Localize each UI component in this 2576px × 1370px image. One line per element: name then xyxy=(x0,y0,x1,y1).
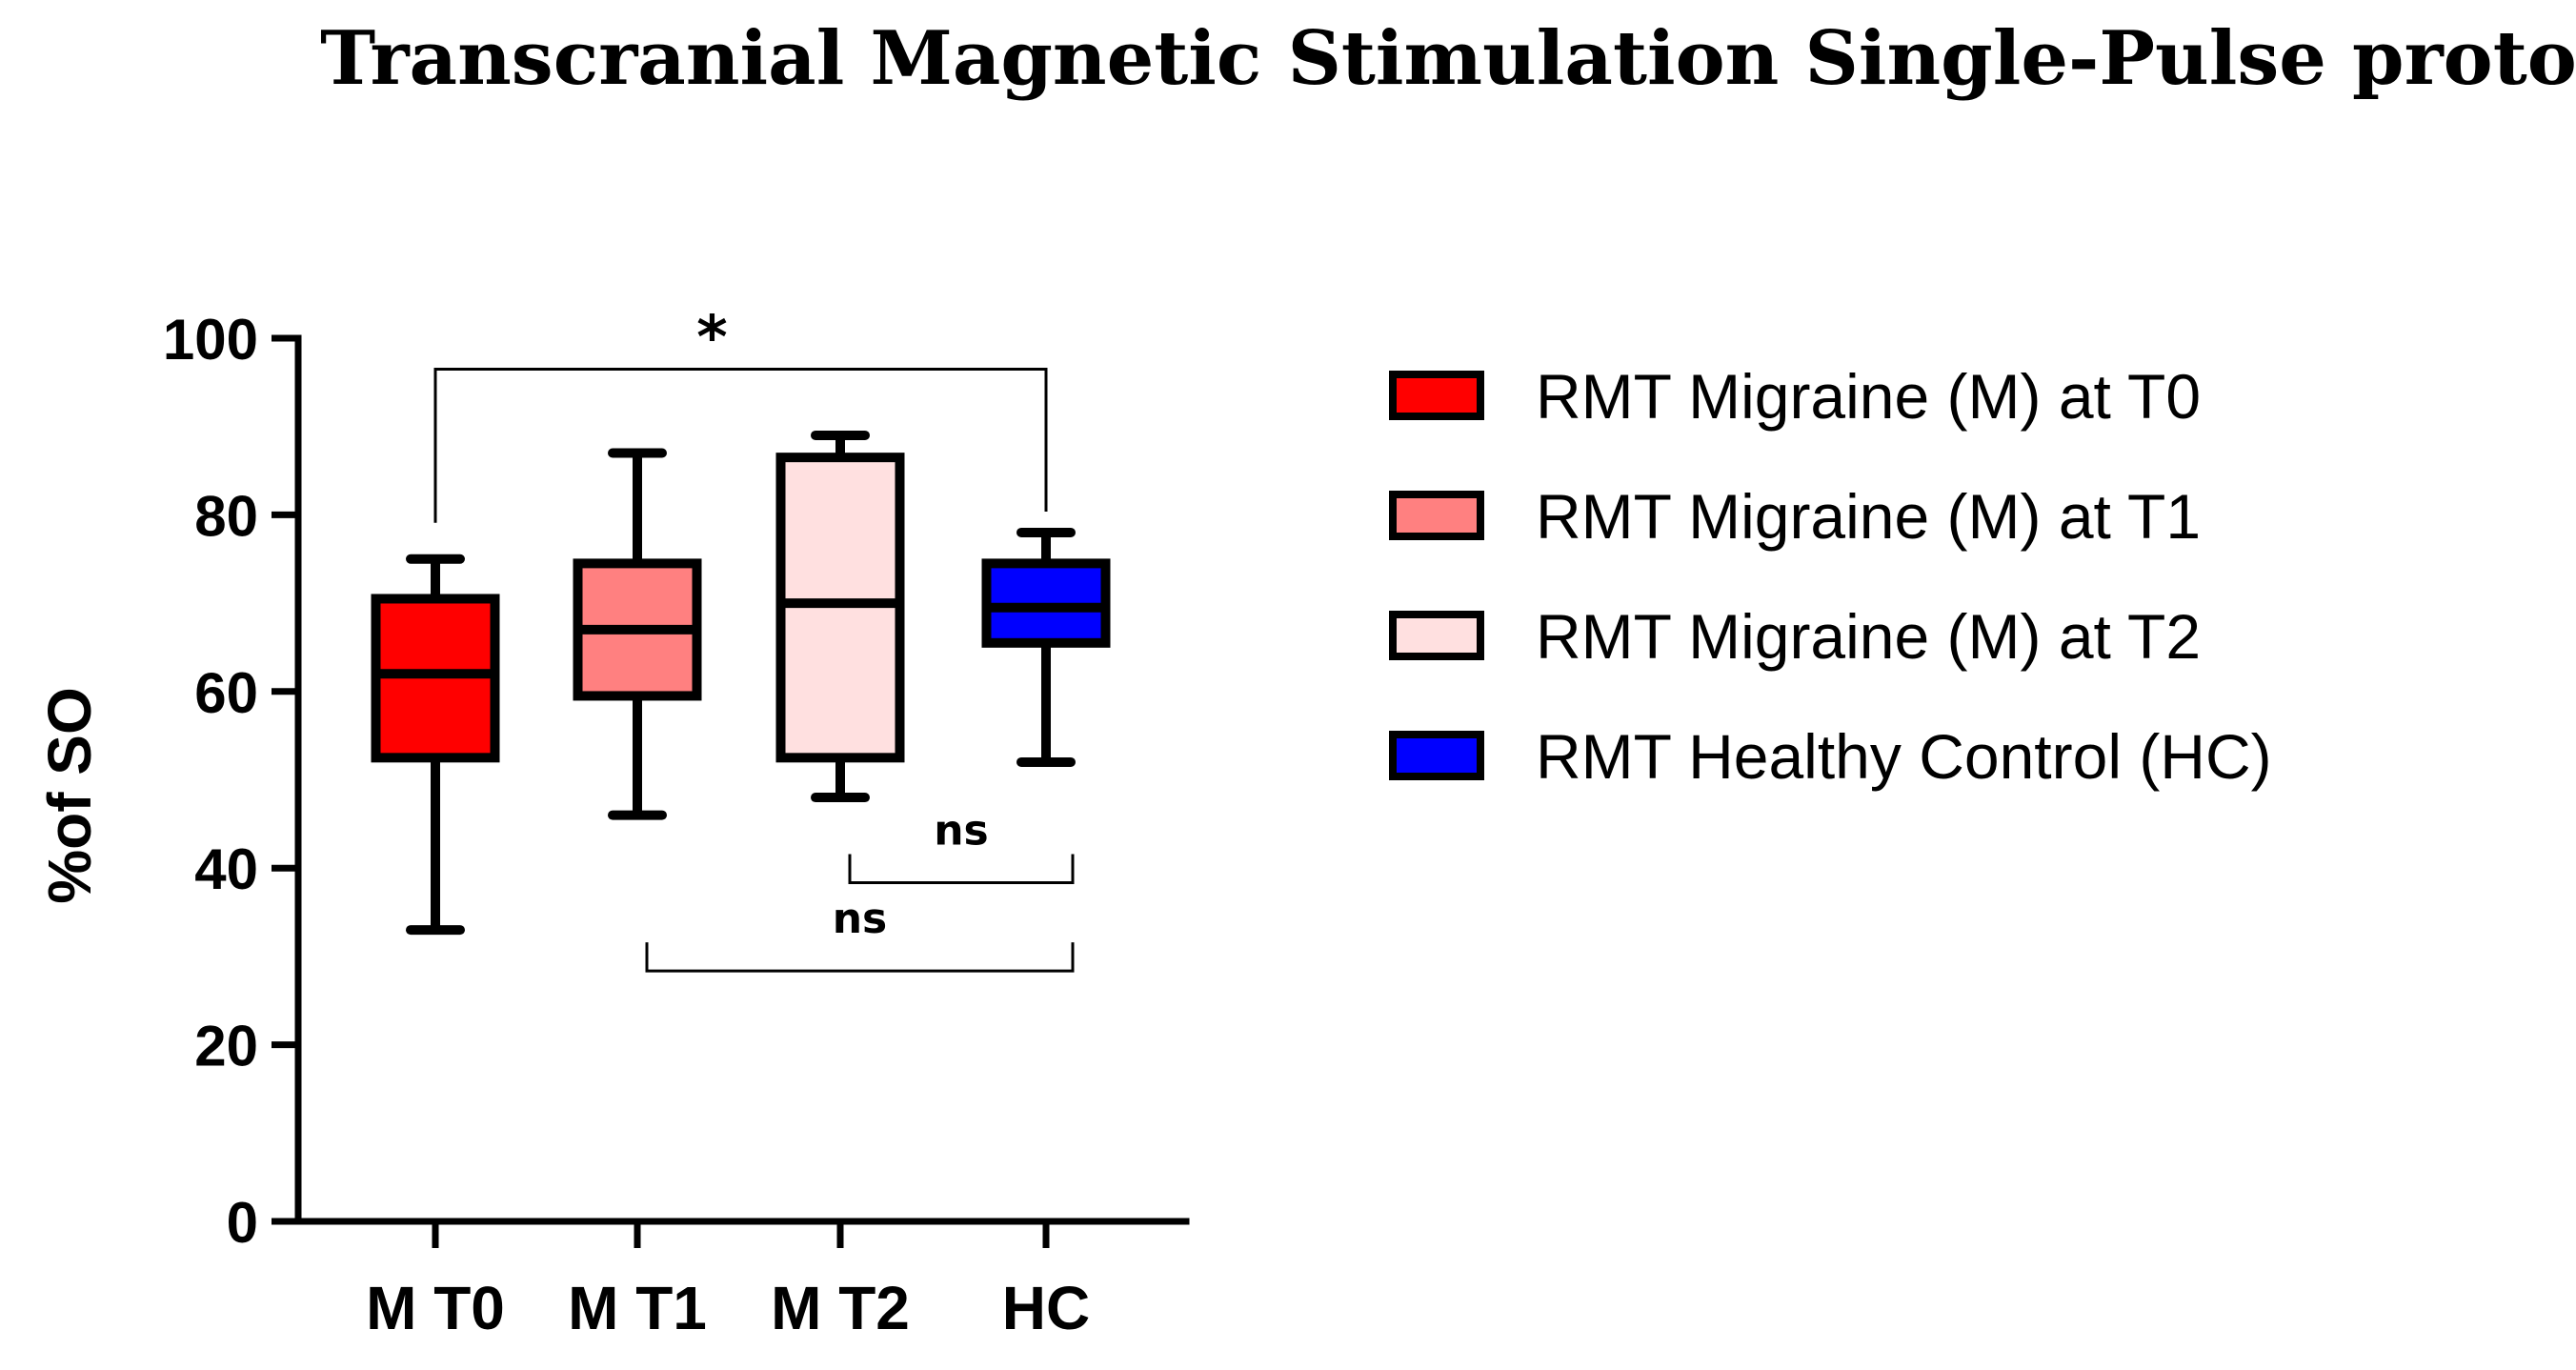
y-ticks: 0 20 40 60 80 100 xyxy=(163,308,298,1255)
significance-bracket: ns xyxy=(645,895,1075,973)
x-tick-label: HC xyxy=(1002,1274,1090,1342)
box-plot xyxy=(371,554,500,936)
box-plot xyxy=(573,448,702,820)
axes xyxy=(294,334,1190,1225)
legend-item: RMT Migraine (M) at T0 xyxy=(1389,361,2201,432)
box-plots xyxy=(371,430,1111,936)
x-tick-label: M T0 xyxy=(366,1274,505,1342)
legend-item: RMT Healthy Control (HC) xyxy=(1389,721,2272,792)
x-tick-label: M T2 xyxy=(771,1274,910,1342)
bracket-line xyxy=(848,854,1075,884)
y-tick-label: 40 xyxy=(194,837,258,901)
y-axis-label: %of SO xyxy=(35,687,104,904)
significance-bracket: ns xyxy=(848,806,1075,884)
legend-swatch xyxy=(1389,731,1484,780)
y-tick-label: 20 xyxy=(194,1015,258,1078)
legend-swatch xyxy=(1389,491,1484,540)
significance-label: ns xyxy=(833,895,888,943)
legend-label: RMT Migraine (M) at T2 xyxy=(1536,601,2201,672)
significance-bracket: * xyxy=(433,303,1048,523)
significance-label: ns xyxy=(934,806,989,855)
box-plot xyxy=(775,430,905,803)
legend-item: RMT Migraine (M) at T1 xyxy=(1389,481,2201,552)
chart-title: Transcranial Magnetic Stimulation Single… xyxy=(320,15,2576,102)
x-tick-label: M T1 xyxy=(568,1274,707,1342)
y-tick-label: 80 xyxy=(194,484,258,548)
legend-label: RMT Healthy Control (HC) xyxy=(1536,721,2272,792)
legend-swatch xyxy=(1389,371,1484,420)
x-ticks: M T0 M T1 M T2 HC xyxy=(366,1221,1090,1342)
legend-swatch xyxy=(1389,611,1484,660)
significance-label: * xyxy=(696,303,727,373)
box-plot xyxy=(981,527,1111,767)
bracket-line xyxy=(433,368,1048,523)
y-tick-label: 100 xyxy=(163,308,258,372)
y-tick-label: 0 xyxy=(227,1191,258,1255)
legend-label: RMT Migraine (M) at T0 xyxy=(1536,361,2201,432)
y-tick-label: 60 xyxy=(194,661,258,725)
bracket-line xyxy=(645,942,1075,973)
legend-item: RMT Migraine (M) at T2 xyxy=(1389,601,2201,672)
legend-label: RMT Migraine (M) at T1 xyxy=(1536,481,2201,552)
legend: RMT Migraine (M) at T0 RMT Migraine (M) a… xyxy=(1389,361,2272,792)
